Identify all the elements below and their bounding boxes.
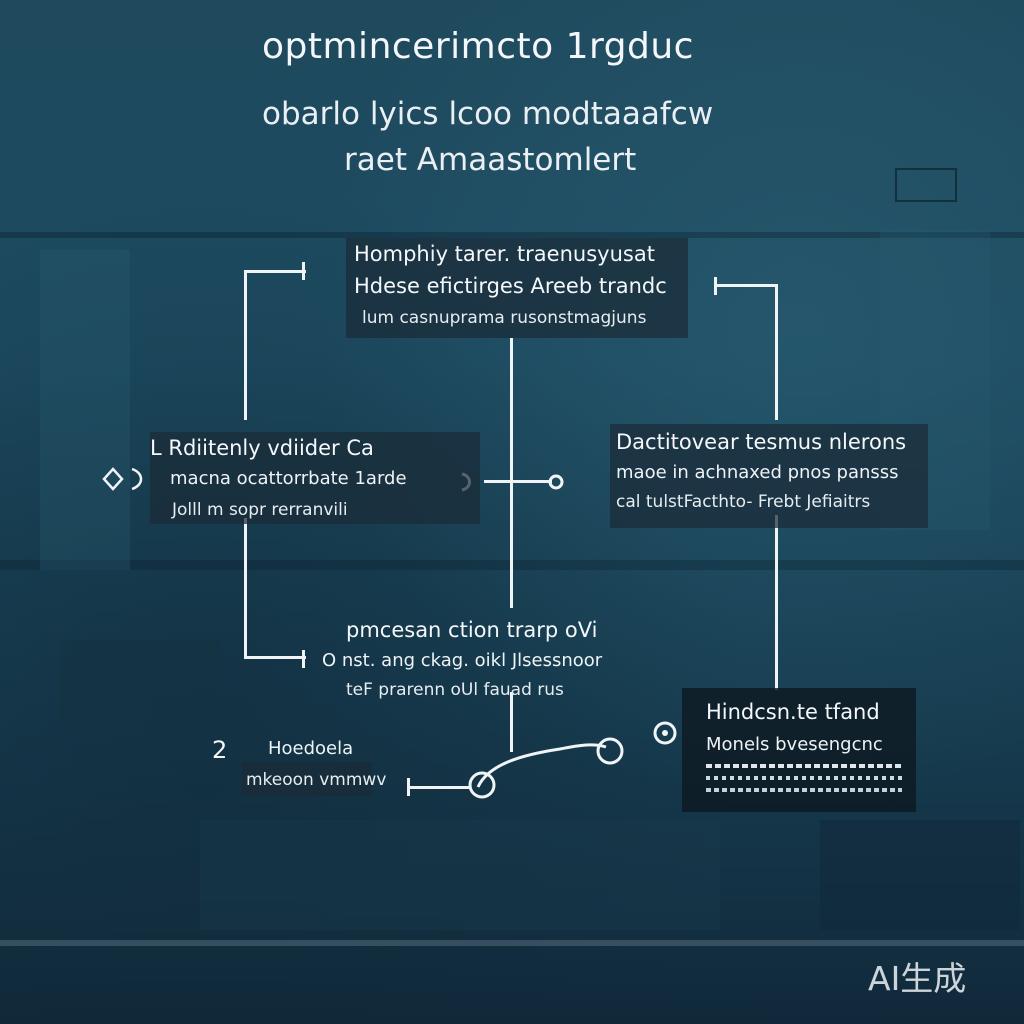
node-bottom-right-line2: Monels bvesengcnc — [706, 734, 883, 755]
node-bottom-right-scribble-2 — [706, 776, 902, 780]
connector-left-bottom-horizontal — [244, 656, 306, 659]
connector-left-lower-vertical — [244, 518, 247, 658]
connector-dot-center — [548, 474, 564, 490]
node-middle-line2: O nst. ang ckag. oikl Jlsessnoor — [322, 650, 603, 671]
diagram-title: optmincerimcto 1rgduc — [262, 26, 694, 67]
node-right-line3: cal tulstFacthto- Frebt Jefiaitrs — [616, 492, 871, 512]
connector-left-top-horizontal — [244, 270, 306, 273]
connector-right-top-tick — [714, 277, 717, 295]
node-right-line1: Dactitovear tesmus nlerons — [616, 430, 907, 454]
diamond-arrow-icon — [102, 467, 143, 491]
connector-dot-right — [653, 721, 677, 745]
node-right-box — [610, 424, 928, 528]
node-bottom-left-line1: Hoedoela — [268, 738, 354, 759]
connector-right-lower-vertical — [775, 515, 778, 690]
diagram-subtitle-line1: obarlo lyics lcoo modtaaafcw — [262, 96, 714, 132]
connector-center-horizontal — [484, 480, 552, 483]
node-top-box — [346, 238, 688, 338]
node-top-line1: Homphiy tarer. traenusyusat — [354, 242, 655, 266]
connector-right-vertical — [775, 284, 778, 420]
node-top-line3: lum casnuprama rusonstmagjuns — [362, 308, 647, 328]
ai-generated-watermark: AI生成 — [868, 959, 967, 998]
node-bottom-left-number: 2 — [212, 736, 228, 764]
connector-right-top-horizontal — [716, 284, 778, 287]
connector-left-bottom-tick — [302, 650, 305, 668]
connector-bottom-left-horizontal — [408, 786, 470, 789]
connector-left-vertical — [244, 270, 247, 420]
node-top-line2: Hdese efictirges Areeb trandc — [354, 274, 667, 298]
connector-center-vertical — [510, 338, 513, 608]
connector-bottom-left-tick — [407, 778, 410, 796]
node-middle-line1: pmcesan ction trarp oVi — [346, 618, 598, 642]
connector-center-lower — [510, 692, 513, 752]
connector-left-top-tick — [302, 262, 305, 280]
node-middle-line3: teF prarenn oUl fauad rus — [346, 680, 564, 700]
node-left-box — [150, 432, 480, 524]
node-bottom-right-scribble — [706, 764, 902, 768]
node-bottom-right-scribble-3 — [706, 788, 902, 792]
diagram-subtitle-line2: raet Amaastomlert — [344, 142, 637, 178]
node-bottom-left-box — [242, 762, 372, 796]
node-left-line1: L Rdiitenly vdiider Ca — [150, 436, 374, 460]
node-bottom-right-line1: Hindcsn.te tfand — [706, 700, 880, 724]
curved-connector — [468, 737, 624, 799]
node-bottom-left-line2: mkeoon vmmwv — [246, 770, 387, 790]
node-left-line3: Jolll m sopr rerranvili — [172, 500, 348, 520]
node-right-line2: maoe in achnaxed pnos pansss — [616, 462, 899, 483]
node-left-line2: macna ocattorrbate 1arde — [170, 468, 407, 489]
